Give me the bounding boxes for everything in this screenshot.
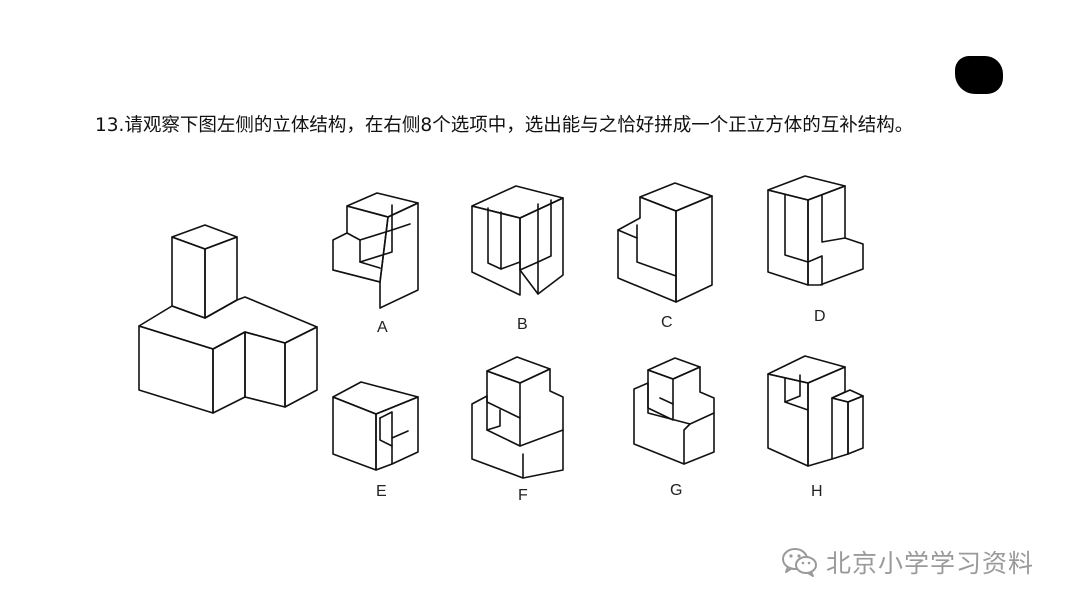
option-label-h[interactable]: H <box>811 483 823 500</box>
wechat-icon <box>782 548 817 577</box>
option-figure-a <box>332 192 419 309</box>
option-label-b[interactable]: B <box>517 316 528 333</box>
option-label-g[interactable]: G <box>670 482 683 499</box>
option-label-f[interactable]: F <box>518 487 528 504</box>
watermark-text: 北京小学学习资料 <box>826 549 1035 578</box>
option-label-a[interactable]: A <box>377 319 388 336</box>
option-figure-d <box>767 175 864 286</box>
option-label-e[interactable]: E <box>376 483 387 500</box>
option-figure-e <box>332 381 419 471</box>
option-figure-b <box>471 185 564 296</box>
question-text: 13.请观察下图左侧的立体结构，在右侧8个选项中，选出能与之恰好拼成一个正立方体… <box>95 115 914 136</box>
main-structure <box>138 224 318 414</box>
watermark: 北京小学学习资料 <box>780 544 1034 580</box>
page-number-badge <box>955 56 1003 94</box>
option-figure-g <box>633 357 715 465</box>
option-figure-h <box>767 355 864 467</box>
option-figure-f <box>471 356 564 479</box>
option-label-d[interactable]: D <box>814 308 826 325</box>
option-figure-c <box>617 182 713 303</box>
option-label-c[interactable]: C <box>661 314 673 331</box>
